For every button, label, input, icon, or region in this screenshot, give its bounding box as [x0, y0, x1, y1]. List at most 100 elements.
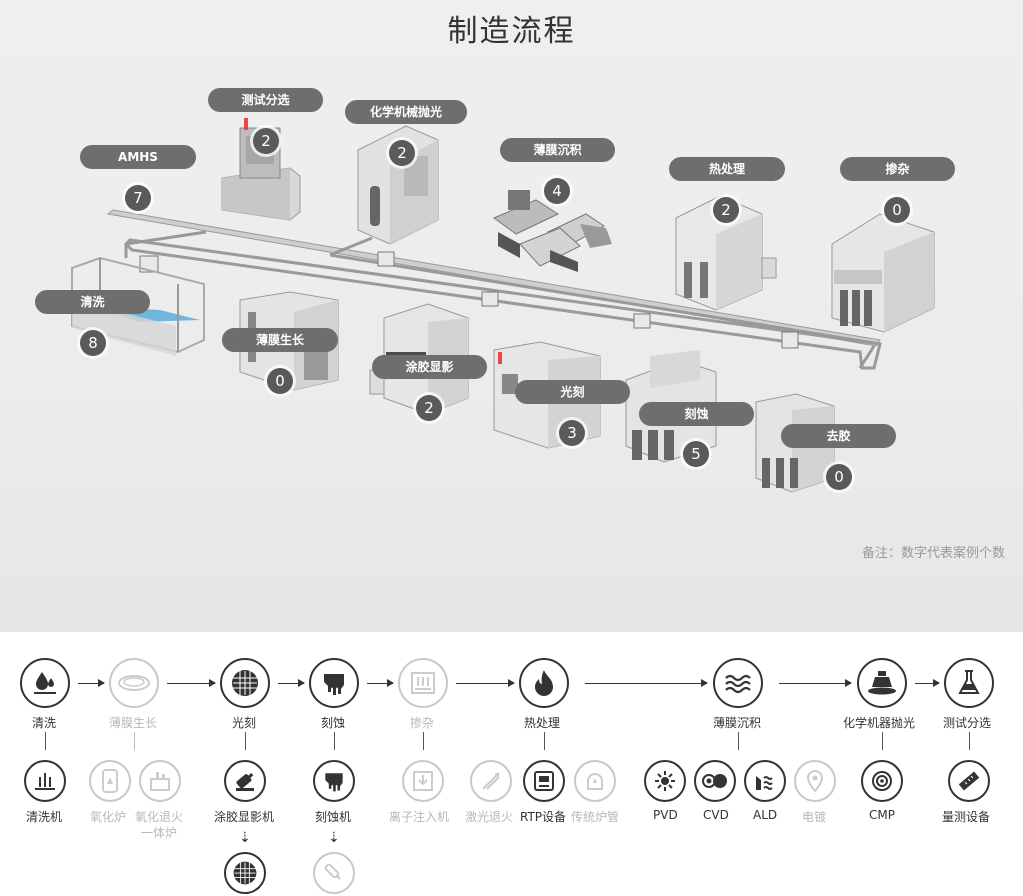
down-arrow: ⇣: [328, 830, 340, 846]
connector: [969, 732, 970, 750]
step-label: 掺杂: [410, 716, 435, 730]
step-label: 清洗: [32, 716, 57, 730]
station-count-strip: 0: [826, 464, 852, 490]
anneal-furnace-icon: [150, 772, 170, 791]
equip-etcher[interactable]: [313, 760, 355, 802]
step-heat[interactable]: [519, 658, 569, 708]
station-label-film-dep[interactable]: 薄膜沉积: [500, 138, 615, 162]
station-count-clean: 8: [80, 330, 106, 356]
step-label: 薄膜沉积: [713, 716, 762, 730]
equip-cleaner[interactable]: [24, 760, 66, 802]
equip-pvd[interactable]: [644, 760, 686, 802]
station-label-cmp[interactable]: 化学机械抛光: [345, 100, 467, 124]
connector: [245, 732, 246, 750]
station-label-film-grow[interactable]: 薄膜生长: [222, 328, 338, 352]
coater-icon: [236, 773, 254, 791]
equip-laser-anneal[interactable]: [470, 760, 512, 802]
station-label-heat[interactable]: 热处理: [669, 157, 785, 181]
connector: [423, 732, 424, 750]
equip-rtp[interactable]: [523, 760, 565, 802]
etcher-icon: [325, 773, 343, 792]
implant-icon: [411, 672, 435, 694]
page-title: 制造流程: [447, 14, 576, 49]
step-litho[interactable]: [220, 658, 270, 708]
wave-icon: [725, 674, 751, 694]
tube-furnace-icon: [587, 773, 603, 790]
station-label-strip[interactable]: 去胶: [781, 424, 896, 448]
step-clean[interactable]: [20, 658, 70, 708]
flow-arrow: [78, 679, 105, 687]
step-test[interactable]: [944, 658, 994, 708]
equip-label: ALD: [753, 808, 778, 822]
station-label-coat[interactable]: 涂胶显影: [372, 355, 487, 379]
equip-ion-implanter[interactable]: [402, 760, 444, 802]
equip-tube-furnace[interactable]: [574, 760, 616, 802]
step-polish[interactable]: [857, 658, 907, 708]
process-flow: 清洗 薄膜生长 光刻 刻蚀 掺杂 热处理 薄膜沉积 化学机器抛光 测试分选: [0, 632, 1023, 896]
sub-etch-tool[interactable]: [313, 852, 355, 894]
equip-label: 传统炉管: [571, 810, 620, 824]
equip-cvd[interactable]: [694, 760, 736, 802]
cmp-icon: [872, 771, 892, 791]
laser-icon: [482, 772, 500, 790]
station-count-etch: 5: [683, 441, 709, 467]
connector: [882, 732, 883, 750]
sub-stepper[interactable]: [224, 852, 266, 894]
station-count-heat: 2: [713, 197, 739, 223]
step-film-grow[interactable]: [109, 658, 159, 708]
station-count-film-dep: 4: [544, 178, 570, 204]
station-label-etch[interactable]: 刻蚀: [639, 402, 754, 426]
station-label-amhs[interactable]: AMHS: [80, 145, 196, 169]
equip-label: 氧化退火: [135, 810, 184, 824]
station-count-cmp: 2: [389, 140, 415, 166]
station-label-clean[interactable]: 清洗: [35, 290, 150, 314]
ion-implanter-icon: [413, 771, 433, 791]
wafer-grid-icon: [232, 670, 258, 696]
equip-label: 离子注入机: [389, 810, 450, 824]
flame-icon: [535, 670, 553, 696]
polish-icon: [868, 671, 896, 695]
furnace-icon: [102, 769, 118, 793]
equip-label: 涂胶显影机: [214, 810, 275, 824]
drop-icon: [34, 672, 56, 694]
equip-anneal-furnace[interactable]: [139, 760, 181, 802]
flow-arrow: [367, 679, 394, 687]
step-doping[interactable]: [398, 658, 448, 708]
metrology-icon: [958, 771, 980, 791]
factory-illustration: [71, 118, 935, 493]
step-etch[interactable]: [309, 658, 359, 708]
step-label: 光刻: [232, 716, 257, 730]
equip-cmp[interactable]: [861, 760, 903, 802]
station-label-doping[interactable]: 掺杂: [840, 157, 955, 181]
flow-arrow: [456, 679, 515, 687]
station-count-coat: 2: [416, 395, 442, 421]
equip-oxidation-furnace[interactable]: [89, 760, 131, 802]
station-label-test[interactable]: 测试分选: [208, 88, 323, 112]
step-label: 热处理: [524, 716, 561, 730]
ald-icon: [756, 776, 773, 790]
equip-label: CMP: [869, 808, 895, 822]
step-label: 测试分选: [943, 716, 992, 730]
equip-metrology[interactable]: [948, 760, 990, 802]
equip-label: 氧化炉: [90, 810, 127, 824]
equip-label: PVD: [653, 808, 678, 822]
step-film-dep[interactable]: [713, 658, 763, 708]
film-deposition-machine: [492, 190, 612, 272]
flow-arrow: [278, 679, 305, 687]
step-label: 刻蚀: [321, 716, 346, 730]
equip-plating[interactable]: [794, 760, 836, 802]
equip-label: RTP设备: [520, 810, 567, 824]
equip-ald[interactable]: [744, 760, 786, 802]
plating-icon: [806, 769, 824, 793]
flask-icon: [958, 670, 980, 694]
equip-coater[interactable]: [224, 760, 266, 802]
equip-label: 激光退火: [465, 810, 514, 824]
etch-blob-icon: [324, 674, 344, 695]
flow-arrow: [167, 679, 216, 687]
equip-label: CVD: [703, 808, 729, 822]
station-label-litho[interactable]: 光刻: [515, 380, 630, 404]
station-count-litho: 3: [559, 420, 585, 446]
step-label: 薄膜生长: [109, 716, 158, 730]
station-count-amhs: 7: [125, 185, 151, 211]
connector: [738, 732, 739, 750]
